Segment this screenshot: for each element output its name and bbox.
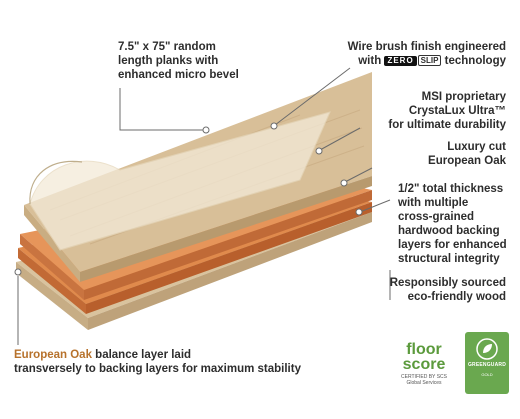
oak-veneer-edge <box>24 205 80 282</box>
oak-veneer-front <box>80 176 372 282</box>
thickness-line3: cross-grained <box>398 211 475 223</box>
random-planks-line2: length planks with <box>118 55 219 67</box>
thickness-line2: with multiple <box>398 197 469 209</box>
zero-slip-logo-slip: SLIP <box>417 55 442 66</box>
backing-layer-upper-edge <box>20 234 84 300</box>
floorscore-word2: score <box>402 356 446 373</box>
eco-line2: eco-friendly wood <box>407 291 506 303</box>
wire-brush-with: with <box>358 55 382 67</box>
wear-layer-curl <box>29 160 83 205</box>
wear-layer-peel <box>29 111 331 251</box>
backing-layer-upper-front <box>84 190 372 300</box>
label-crystalux: MSI proprietary CrystaLux Ultra™ for ult… <box>388 90 506 132</box>
balance-accent: European Oak <box>14 349 92 361</box>
greenguard-sub: GOLD <box>481 372 493 377</box>
label-balance-layer: European Oak balance layer laid transver… <box>14 348 301 376</box>
wire-brush-line1: Wire brush finish engineered <box>347 41 506 53</box>
balance-layer-edge <box>16 262 88 330</box>
floorscore-word1: floor <box>406 341 442 358</box>
greenguard-badge: GREENGUARD GOLD <box>465 332 509 394</box>
balance-line1: European Oak balance layer laid <box>14 348 301 362</box>
eco-line1: Responsibly sourced <box>389 277 506 289</box>
callout-dots <box>14 122 363 276</box>
random-planks-line3: enhanced micro bevel <box>118 69 239 81</box>
thickness-line6: structural integrity <box>398 253 500 265</box>
wire-brush-technology: technology <box>444 55 506 67</box>
balance-layer-front <box>88 212 372 330</box>
luxury-cut-line1: Luxury cut <box>447 141 506 153</box>
floorscore-badge: floor score CERTIFIED BY SCS Global Serv… <box>394 341 454 387</box>
label-random-planks: 7.5" x 75" random length planks with enh… <box>118 40 239 82</box>
random-planks-line1: 7.5" x 75" random <box>118 41 216 53</box>
zero-slip-logo-zero: ZERO <box>384 56 417 66</box>
thickness-line1: 1/2" total thickness <box>398 183 504 195</box>
backing-layer-lower-front <box>86 202 372 314</box>
leaf-icon <box>476 338 498 360</box>
floorscore-sub: CERTIFIED BY SCS Global Services <box>401 374 447 386</box>
balance-line1-rest: balance layer laid <box>91 349 192 361</box>
label-thickness: 1/2" total thickness with multiple cross… <box>398 182 507 266</box>
label-luxury-cut: Luxury cut European Oak <box>428 140 506 168</box>
thickness-line5: layers for enhanced <box>398 239 507 251</box>
greenguard-title: GREENGUARD <box>467 362 507 368</box>
thickness-line4: hardwood backing <box>398 225 500 237</box>
label-eco: Responsibly sourced eco-friendly wood <box>390 276 506 304</box>
crystalux-line2: CrystaLux Ultra™ <box>408 105 506 117</box>
balance-line2: transversely to backing layers for maxim… <box>14 363 301 375</box>
crystalux-line3: for ultimate durability <box>388 119 506 131</box>
backing-layer-lower-edge <box>18 248 86 314</box>
crystalux-line1: MSI proprietary <box>421 91 506 103</box>
callout-lines <box>17 67 391 345</box>
luxury-cut-line2: European Oak <box>428 155 506 167</box>
